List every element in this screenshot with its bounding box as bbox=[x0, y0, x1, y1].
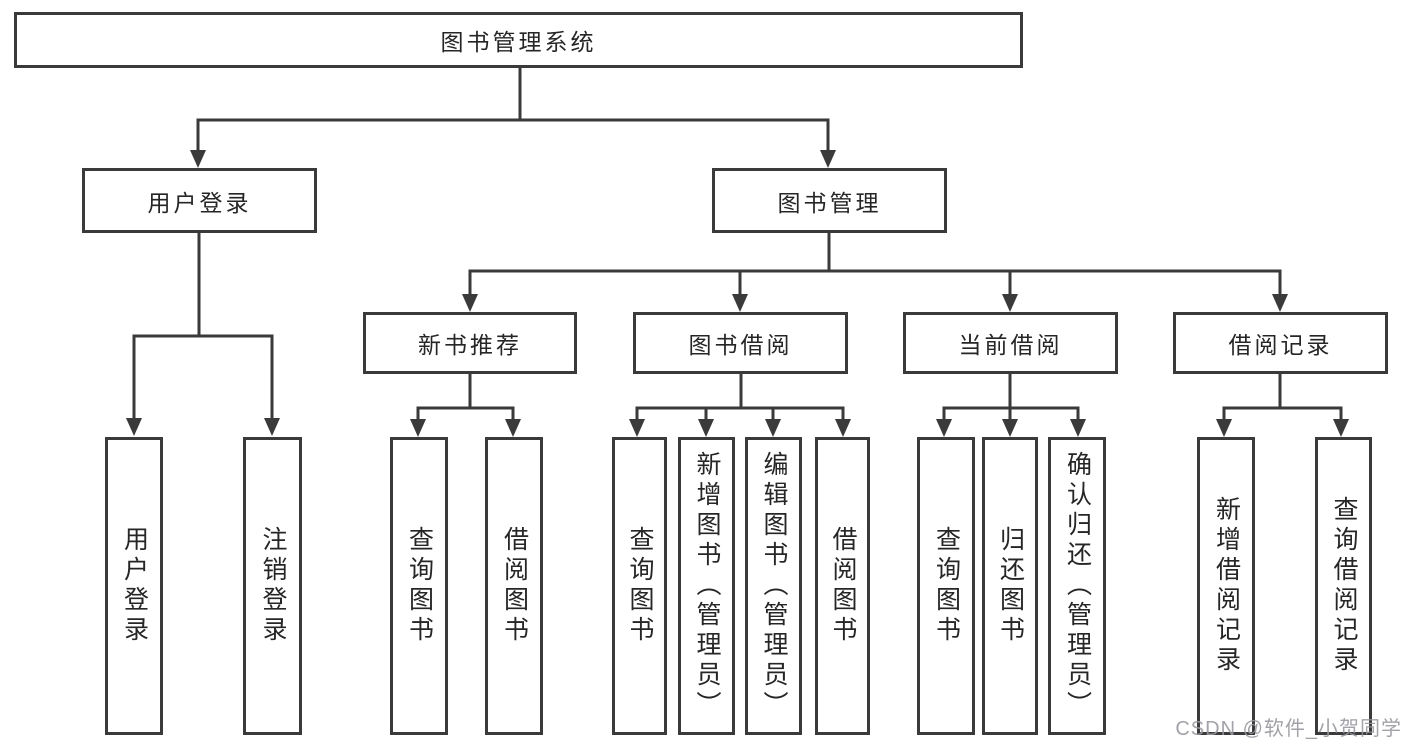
leaf-borrow-add-books-admin: 新增图书（管理员） bbox=[678, 437, 735, 735]
leaf-current-query-books: 查询图书 bbox=[917, 437, 975, 735]
leaf-records-add-record: 新增借阅记录 bbox=[1197, 437, 1255, 735]
leaf-borrow-query-books: 查询图书 bbox=[612, 437, 667, 735]
watermark: CSDN @软件_小贺同学 bbox=[1175, 718, 1402, 740]
leaf-logout: 注销登录 bbox=[243, 437, 302, 735]
node-book-borrow: 图书借阅 bbox=[633, 312, 848, 374]
node-new-book-recommend: 新书推荐 bbox=[363, 312, 577, 374]
leaf-current-return-books: 归还图书 bbox=[982, 437, 1038, 735]
leaf-current-confirm-return-admin: 确认归还（管理员） bbox=[1048, 437, 1106, 735]
leaf-borrow-borrow-books: 借阅图书 bbox=[815, 437, 870, 735]
node-current-borrow: 当前借阅 bbox=[903, 312, 1118, 374]
leaf-records-query-record: 查询借阅记录 bbox=[1315, 437, 1372, 735]
node-user-login: 用户登录 bbox=[82, 168, 317, 233]
leaf-user-login: 用户登录 bbox=[105, 437, 163, 735]
leaf-newbook-query-books: 查询图书 bbox=[390, 437, 448, 735]
leaf-borrow-edit-books-admin: 编辑图书（管理员） bbox=[745, 437, 802, 735]
leaf-newbook-borrow-books: 借阅图书 bbox=[485, 437, 543, 735]
node-borrow-records: 借阅记录 bbox=[1173, 312, 1388, 374]
node-book-management: 图书管理 bbox=[712, 168, 947, 233]
node-root: 图书管理系统 bbox=[14, 12, 1023, 68]
